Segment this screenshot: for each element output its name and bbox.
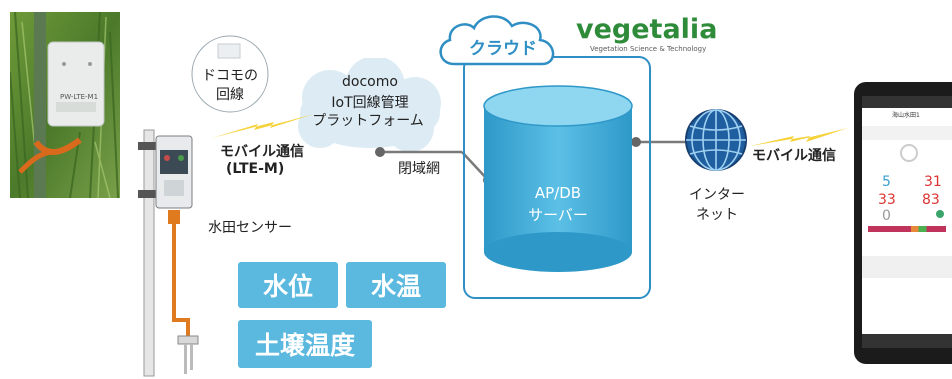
- brand-tagline: Vegetation Science & Technology: [590, 45, 707, 53]
- lte-m-label: (LTE-M): [226, 161, 285, 177]
- server-label-1: AP/DB: [534, 184, 582, 202]
- sensor-pole-illustration: [138, 129, 199, 377]
- mobile-comm-right-label: モバイル通信: [752, 148, 836, 164]
- phone-reading-4: 83: [922, 192, 940, 208]
- smartphone: 海山水田1 5 31 33 83 0: [854, 82, 952, 364]
- docomo-line-label-2: 回線: [216, 87, 244, 103]
- docomo-line-circle: [191, 35, 269, 113]
- phone-reading-5: 0: [882, 208, 891, 224]
- internet-label-1: インター: [689, 187, 745, 203]
- closed-network-label: 閉域網: [398, 161, 440, 177]
- platform-cloud: [298, 58, 441, 152]
- brand-logo: vegetalia: [576, 14, 718, 45]
- field-sensor-photo: [10, 12, 120, 198]
- phone-reading-2: 31: [924, 174, 942, 190]
- cloud-badge-icon: [439, 15, 555, 66]
- server-label-2: サーバー: [528, 206, 588, 224]
- measurement-water-temp: 水温: [346, 262, 446, 308]
- device-sticker-label: PW-LTE-M1: [60, 93, 99, 101]
- internet-label-2: ネット: [696, 207, 738, 223]
- measurement-soil-temp: 土壌温度: [238, 320, 372, 368]
- globe-icon: [685, 109, 747, 171]
- phone-title: 海山水田1: [892, 112, 920, 119]
- measurement-water-level: 水位: [238, 262, 338, 308]
- platform-label-2: IoT回線管理: [331, 95, 409, 111]
- phone-screen: 海山水田1 5 31 33 83 0: [862, 96, 952, 348]
- phone-reading-3: 33: [878, 192, 896, 208]
- platform-label-3: プラットフォーム: [312, 113, 424, 129]
- lightning-right-icon: [750, 128, 848, 146]
- cloud-boundary: [463, 56, 651, 299]
- cloud-label: クラウド: [469, 39, 537, 59]
- phone-reading-1: 5: [882, 174, 891, 190]
- server-cylinder: [483, 85, 633, 272]
- mobile-comm-left-label: モバイル通信: [220, 144, 304, 160]
- lightning-left-icon: [212, 114, 314, 138]
- docomo-line-label-1: ドコモの: [202, 68, 258, 84]
- paddy-sensor-label: 水田センサー: [208, 220, 292, 236]
- platform-label-1: docomo: [342, 74, 398, 90]
